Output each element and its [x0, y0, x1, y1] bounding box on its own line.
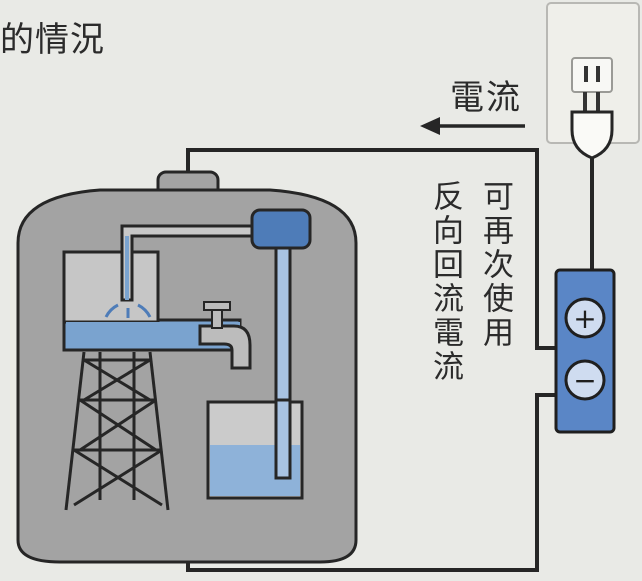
reverse-label-col2: 反向回流電流 [427, 180, 463, 384]
heading: 的情況 [0, 20, 105, 60]
wall-outlet [546, 2, 640, 144]
plus-symbol: + [573, 302, 596, 335]
plus-terminal [564, 297, 606, 339]
top-wire [186, 148, 556, 350]
minus-terminal [564, 359, 606, 401]
upper-reservoir [62, 250, 242, 352]
current-arrow [420, 117, 525, 135]
support-tower [64, 351, 170, 511]
current-label: 電流 [450, 78, 522, 118]
reverse-label-col1: 可再次使用 [477, 180, 513, 350]
battery: + − [554, 268, 616, 434]
faucet-icon [198, 301, 252, 370]
plug-icon [570, 92, 614, 160]
lower-reservoir [206, 398, 304, 500]
minus-symbol: − [573, 364, 596, 397]
